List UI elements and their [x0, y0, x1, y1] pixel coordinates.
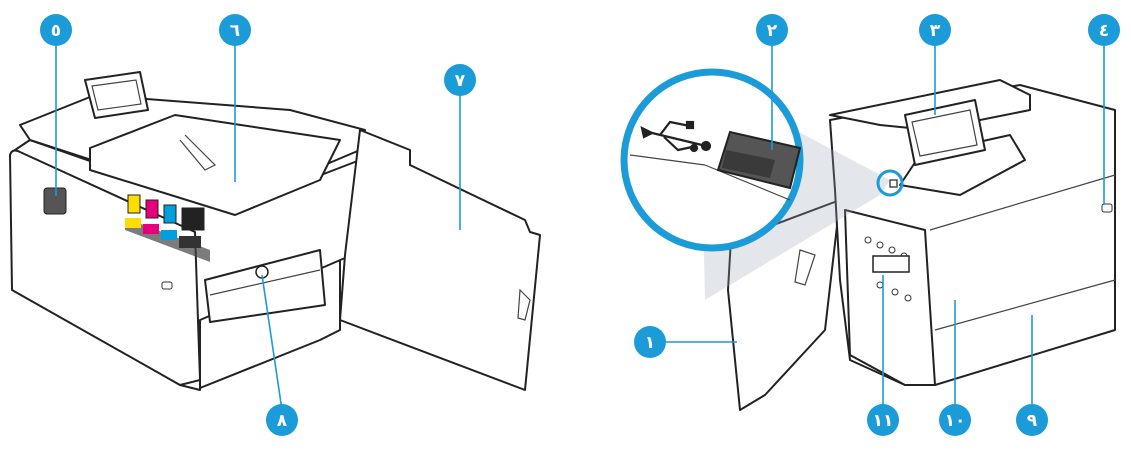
callout-6: ٦ — [219, 14, 251, 46]
callout-5: ٥ — [40, 14, 72, 46]
left-control-panel — [84, 71, 149, 119]
callout-3: ٣ — [919, 14, 951, 46]
ink-cartridges — [125, 194, 210, 262]
callout-6-label: ٦ — [230, 21, 240, 41]
right-internal-mechanism — [844, 209, 936, 386]
callout-7: ٧ — [444, 64, 476, 96]
ink-magenta — [145, 199, 159, 219]
zoom-source-ring — [876, 169, 904, 197]
callout-7-label: ٧ — [455, 71, 466, 91]
callout-3-label: ٣ — [930, 21, 941, 41]
callout-10-label: ١٠ — [945, 411, 966, 431]
callout-4: ٤ — [1088, 14, 1120, 46]
callout-9-label: ٩ — [1027, 411, 1038, 431]
leader-lines — [55, 44, 1105, 411]
callout-2: ٢ — [756, 14, 788, 46]
callout-11: ١١ — [867, 404, 899, 436]
right-printer-top — [829, 79, 1031, 131]
callout-9: ٩ — [1016, 404, 1048, 436]
callout-11-label: ١١ — [873, 411, 894, 431]
open-side-door — [339, 129, 541, 391]
ink-yellow — [127, 194, 141, 214]
ink-black — [181, 207, 205, 231]
right-power-button — [1101, 203, 1113, 213]
usb-zoom-detail — [620, 68, 904, 252]
callout-2-label: ٢ — [767, 21, 778, 41]
callout-1: ١ — [634, 326, 666, 358]
left-paper-path — [204, 249, 326, 323]
ink-cyan — [163, 204, 177, 224]
callout-5-label: ٥ — [51, 21, 61, 41]
callout-1-label: ١ — [645, 333, 655, 353]
left-power-button — [43, 187, 67, 215]
usb-port-small — [889, 179, 898, 188]
right-control-panel — [904, 99, 986, 166]
usb-icon — [640, 120, 712, 153]
zoom-circle — [620, 68, 804, 252]
left-printer — [9, 71, 541, 391]
callout-8-label: ٨ — [277, 411, 288, 431]
callout-4-label: ٤ — [1099, 21, 1109, 41]
callout-8: ٨ — [266, 404, 298, 436]
callout-10: ١٠ — [939, 404, 971, 436]
right-output-tray — [899, 134, 1026, 196]
